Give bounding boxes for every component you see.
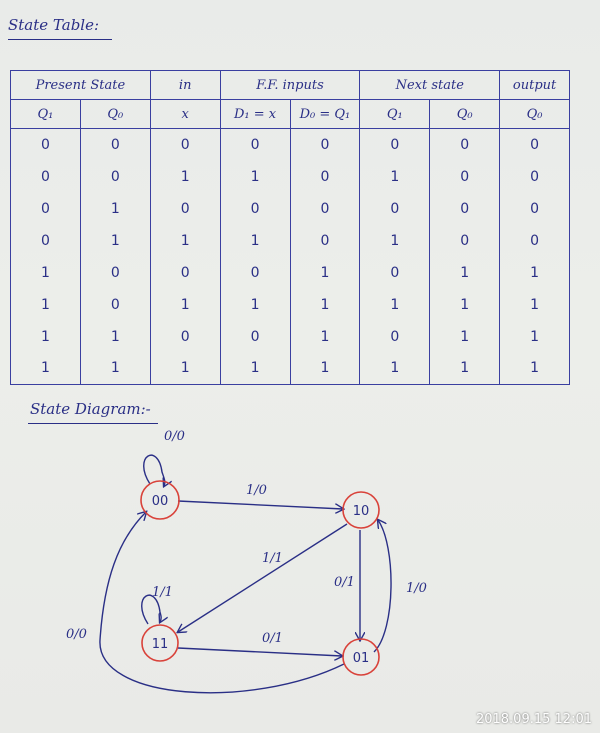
label-s11-self: 1/1: [152, 585, 173, 600]
table-cell: 1: [149, 160, 221, 193]
table-cell: 0: [149, 256, 221, 289]
table-cell: 0: [79, 160, 151, 193]
table-cell: 0: [429, 224, 501, 257]
table-cell: 1: [499, 320, 570, 353]
state-01-label: 01: [353, 651, 370, 666]
table-cell: 1: [79, 320, 151, 353]
table-cell: 0: [499, 128, 570, 161]
state-10-label: 10: [353, 504, 370, 519]
state-11: 11: [141, 624, 179, 662]
table-cell: 1: [79, 192, 151, 225]
table-cell: 0: [359, 256, 431, 289]
table-cell: 0: [499, 192, 570, 225]
label-s00-self: 0/0: [164, 429, 185, 444]
state-11-label: 11: [152, 637, 169, 652]
table-cell: 0: [149, 128, 221, 161]
table-cell: 1: [149, 352, 221, 385]
table-cell: 0: [429, 192, 501, 225]
table-cell: 1: [79, 352, 151, 385]
table-cell: 0: [289, 128, 361, 161]
label-s10-to-s11: 1/1: [262, 551, 283, 566]
table-cell: 1: [429, 320, 501, 353]
table-cell: 1: [499, 256, 570, 289]
photo-timestamp: 2018.09.15 12:01: [475, 712, 592, 727]
transition-s11-self: [141, 594, 161, 625]
state-diagram-heading-underline: [28, 423, 158, 424]
table-row: 1 0 1 1 1 1 1 1: [10, 288, 570, 321]
subheader-d0: D₀ = Q₁: [289, 99, 361, 129]
table-cell: 0: [499, 160, 570, 193]
transition-s00-to-s10: [177, 500, 343, 509]
table-cell: 0: [149, 320, 221, 353]
table-cell: 1: [499, 288, 570, 321]
table-cell: 1: [10, 352, 81, 385]
transition-s01-to-s00: [99, 512, 345, 694]
header-present-state: Present State: [10, 70, 151, 100]
table-cell: 1: [10, 288, 81, 321]
table-cell: 0: [79, 256, 151, 289]
table-cell: 1: [289, 288, 361, 321]
label-s01-to-s10: 1/0: [406, 581, 427, 596]
table-cell: 0: [359, 192, 431, 225]
subheader-output-q0: Q₀: [499, 99, 570, 129]
table-cell: 1: [79, 224, 151, 257]
label-s00-to-s10: 1/0: [246, 483, 267, 498]
state-table: Present State in F.F. inputs Next state …: [10, 70, 570, 385]
table-cell: 1: [359, 288, 431, 321]
table-cell: 1: [359, 352, 431, 385]
header-next-state: Next state: [359, 70, 501, 100]
table-cell: 0: [10, 160, 81, 193]
state-00: 00: [140, 480, 180, 520]
subheader-q1: Q₁: [10, 99, 81, 129]
table-cell: 0: [10, 128, 81, 161]
table-cell: 1: [429, 288, 501, 321]
table-cell: 0: [359, 128, 431, 161]
transition-s11-to-s01: [177, 647, 342, 656]
table-cell: 1: [10, 320, 81, 353]
table-row: 0 1 0 0 0 0 0 0: [10, 192, 570, 225]
transition-s01-to-s10: [373, 520, 392, 653]
table-row: 0 0 0 0 0 0 0 0: [10, 128, 570, 161]
table-cell: 0: [289, 160, 361, 193]
header-output: output: [499, 70, 570, 100]
table-row: 0 1 1 1 0 1 0 0: [10, 224, 570, 257]
table-cell: 0: [289, 224, 361, 257]
state-table-heading: State Table:: [8, 16, 100, 34]
table-cell: 0: [289, 192, 361, 225]
table-row: 0 0 1 1 0 1 0 0: [10, 160, 570, 193]
table-row: 1 1 0 0 1 0 1 1: [10, 320, 570, 353]
table-cell: 0: [79, 128, 151, 161]
table-cell: 0: [219, 128, 291, 161]
state-10: 10: [342, 491, 380, 529]
transition-s10-to-s11: [178, 523, 348, 632]
table-cell: 0: [429, 128, 501, 161]
table-cell: 0: [219, 320, 291, 353]
table-cell: 1: [219, 160, 291, 193]
state-table-heading-underline: [8, 39, 112, 40]
table-cell: 0: [219, 256, 291, 289]
table-cell: 0: [499, 224, 570, 257]
header-in: in: [149, 70, 221, 100]
label-s11-to-s01: 0/1: [262, 631, 283, 646]
table-cell: 1: [10, 256, 81, 289]
state-00-label: 00: [152, 494, 169, 509]
table-row: 1 0 0 0 1 0 1 1: [10, 256, 570, 289]
table-cell: 1: [289, 352, 361, 385]
table-cell: 1: [429, 256, 501, 289]
table-cell: 0: [10, 192, 81, 225]
label-s01-to-s00: 0/0: [66, 627, 87, 642]
table-cell: 0: [359, 320, 431, 353]
table-row: 1 1 1 1 1 1 1 1: [10, 352, 570, 385]
state-01: 01: [342, 638, 380, 676]
table-cell: 1: [499, 352, 570, 385]
subheader-q0: Q₀: [79, 99, 151, 129]
label-s10-to-s01: 0/1: [334, 575, 355, 590]
state-diagram-heading: State Diagram:-: [30, 400, 151, 418]
table-cell: 0: [219, 192, 291, 225]
table-cell: 1: [359, 224, 431, 257]
subheader-d1: D₁ = x: [219, 99, 291, 129]
